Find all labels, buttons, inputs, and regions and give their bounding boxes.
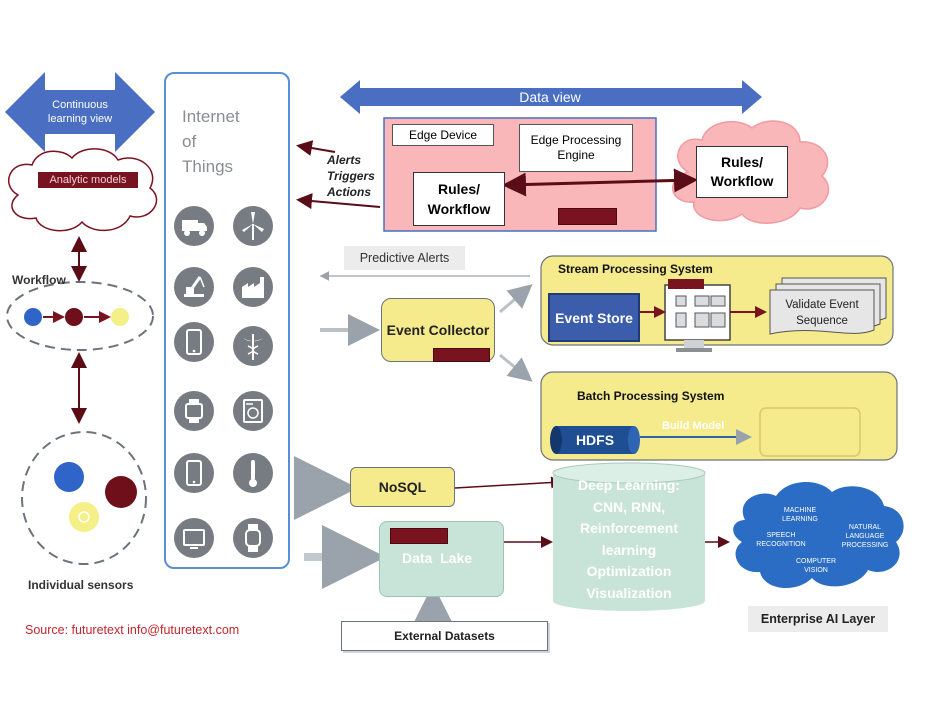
data-view-label: Data view <box>519 89 581 105</box>
cloud-rules-workflow-box: Rules/ Workflow <box>696 146 788 198</box>
deep-learning-line1: Deep Learning: <box>578 477 680 493</box>
deep-learning-line4: learning <box>601 541 657 558</box>
deep-learning-text: Deep Learning: CNN, RNN, Reinforcement l… <box>553 475 705 604</box>
continuous-learning-arrow <box>5 72 155 152</box>
watch-icon <box>233 518 273 558</box>
event-store-box: Event Store <box>548 293 640 342</box>
wind-turbine-icon <box>233 206 273 246</box>
ai-cloud <box>733 481 904 589</box>
natural-language-label: NATURAL LANGUAGE PROCESSING <box>841 523 889 549</box>
edge-dark-block <box>558 208 617 225</box>
alerts-line: Alerts <box>327 153 362 167</box>
phone-icon <box>174 322 214 362</box>
external-datasets-box: External Datasets <box>341 621 548 651</box>
edge-processing-engine-box: Edge Processing Engine <box>519 124 633 172</box>
hdfs-cylinder <box>550 426 640 454</box>
truck-icon <box>174 206 214 246</box>
nosql-box: NoSQL <box>350 467 455 507</box>
triggers-line: Triggers <box>327 169 375 183</box>
tv-icon <box>174 518 214 558</box>
iot-title: Internet of Things <box>182 104 240 179</box>
sensors-ellipse <box>21 431 147 565</box>
data-lake-label: Data Lake <box>402 550 473 566</box>
source-text: Source: futuretext info@futuretext.com <box>25 623 240 637</box>
computer-vision-label: COMPUTER VISION <box>795 558 837 574</box>
deep-learning-line5: Optimization <box>586 563 672 579</box>
data-lake-box: Data Lake <box>379 521 504 597</box>
deep-learning-line6: Visualization <box>586 584 672 601</box>
predictive-alerts-label: Predictive Alerts <box>344 246 465 270</box>
batch-processing-title: Batch Processing System <box>577 389 725 403</box>
machine-learning-label: MACHINE LEARNING <box>782 507 818 523</box>
iot-title-line1: Internet <box>182 107 240 126</box>
continuous-learning-label: Continuous learning view <box>47 99 113 125</box>
iot-panel: Internet of Things <box>164 72 290 569</box>
alerts-text: Alerts Triggers Actions <box>327 152 375 200</box>
deep-learning-line2: CNN, RNN, <box>592 498 666 515</box>
iot-title-line3: Things <box>182 157 234 176</box>
stream-processing-title: Stream Processing System <box>558 262 713 276</box>
speech-recognition-label: SPEECH RECOGNITION <box>756 532 806 548</box>
event-collector-dark-block <box>433 348 490 362</box>
deep-learning-cylinder <box>552 462 706 611</box>
deep-learning-line3: Reinforcement <box>579 520 679 536</box>
individual-sensors-label: Individual sensors <box>28 578 134 592</box>
workflow-label: Workflow <box>12 273 66 287</box>
edge-device-box: Edge Device <box>392 124 494 146</box>
crane-icon <box>174 267 214 307</box>
factory-icon <box>233 267 273 307</box>
analytic-models-cloud <box>7 148 158 232</box>
hdfs-label: HDFS <box>575 432 615 448</box>
thermometer-icon <box>233 453 273 493</box>
phone-icon <box>174 453 214 493</box>
validate-event-sequence-label: Validate Event Sequence <box>785 299 859 327</box>
build-model-label: Build Model <box>662 420 725 432</box>
analytic-models-label: Analytic models <box>38 172 138 188</box>
data-view-arrow <box>340 80 762 114</box>
actions-line: Actions <box>327 185 372 199</box>
workflow-ellipse <box>6 281 154 351</box>
data-lake-dark-block <box>390 528 448 544</box>
enterprise-ai-layer-label: Enterprise AI Layer <box>748 606 888 632</box>
edge-rules-workflow-box: Rules/ Workflow <box>413 172 505 226</box>
caduceus-icon <box>233 326 273 366</box>
iot-title-line2: of <box>182 132 197 151</box>
washing-machine-icon <box>233 391 273 431</box>
smartwatch-icon <box>174 391 214 431</box>
